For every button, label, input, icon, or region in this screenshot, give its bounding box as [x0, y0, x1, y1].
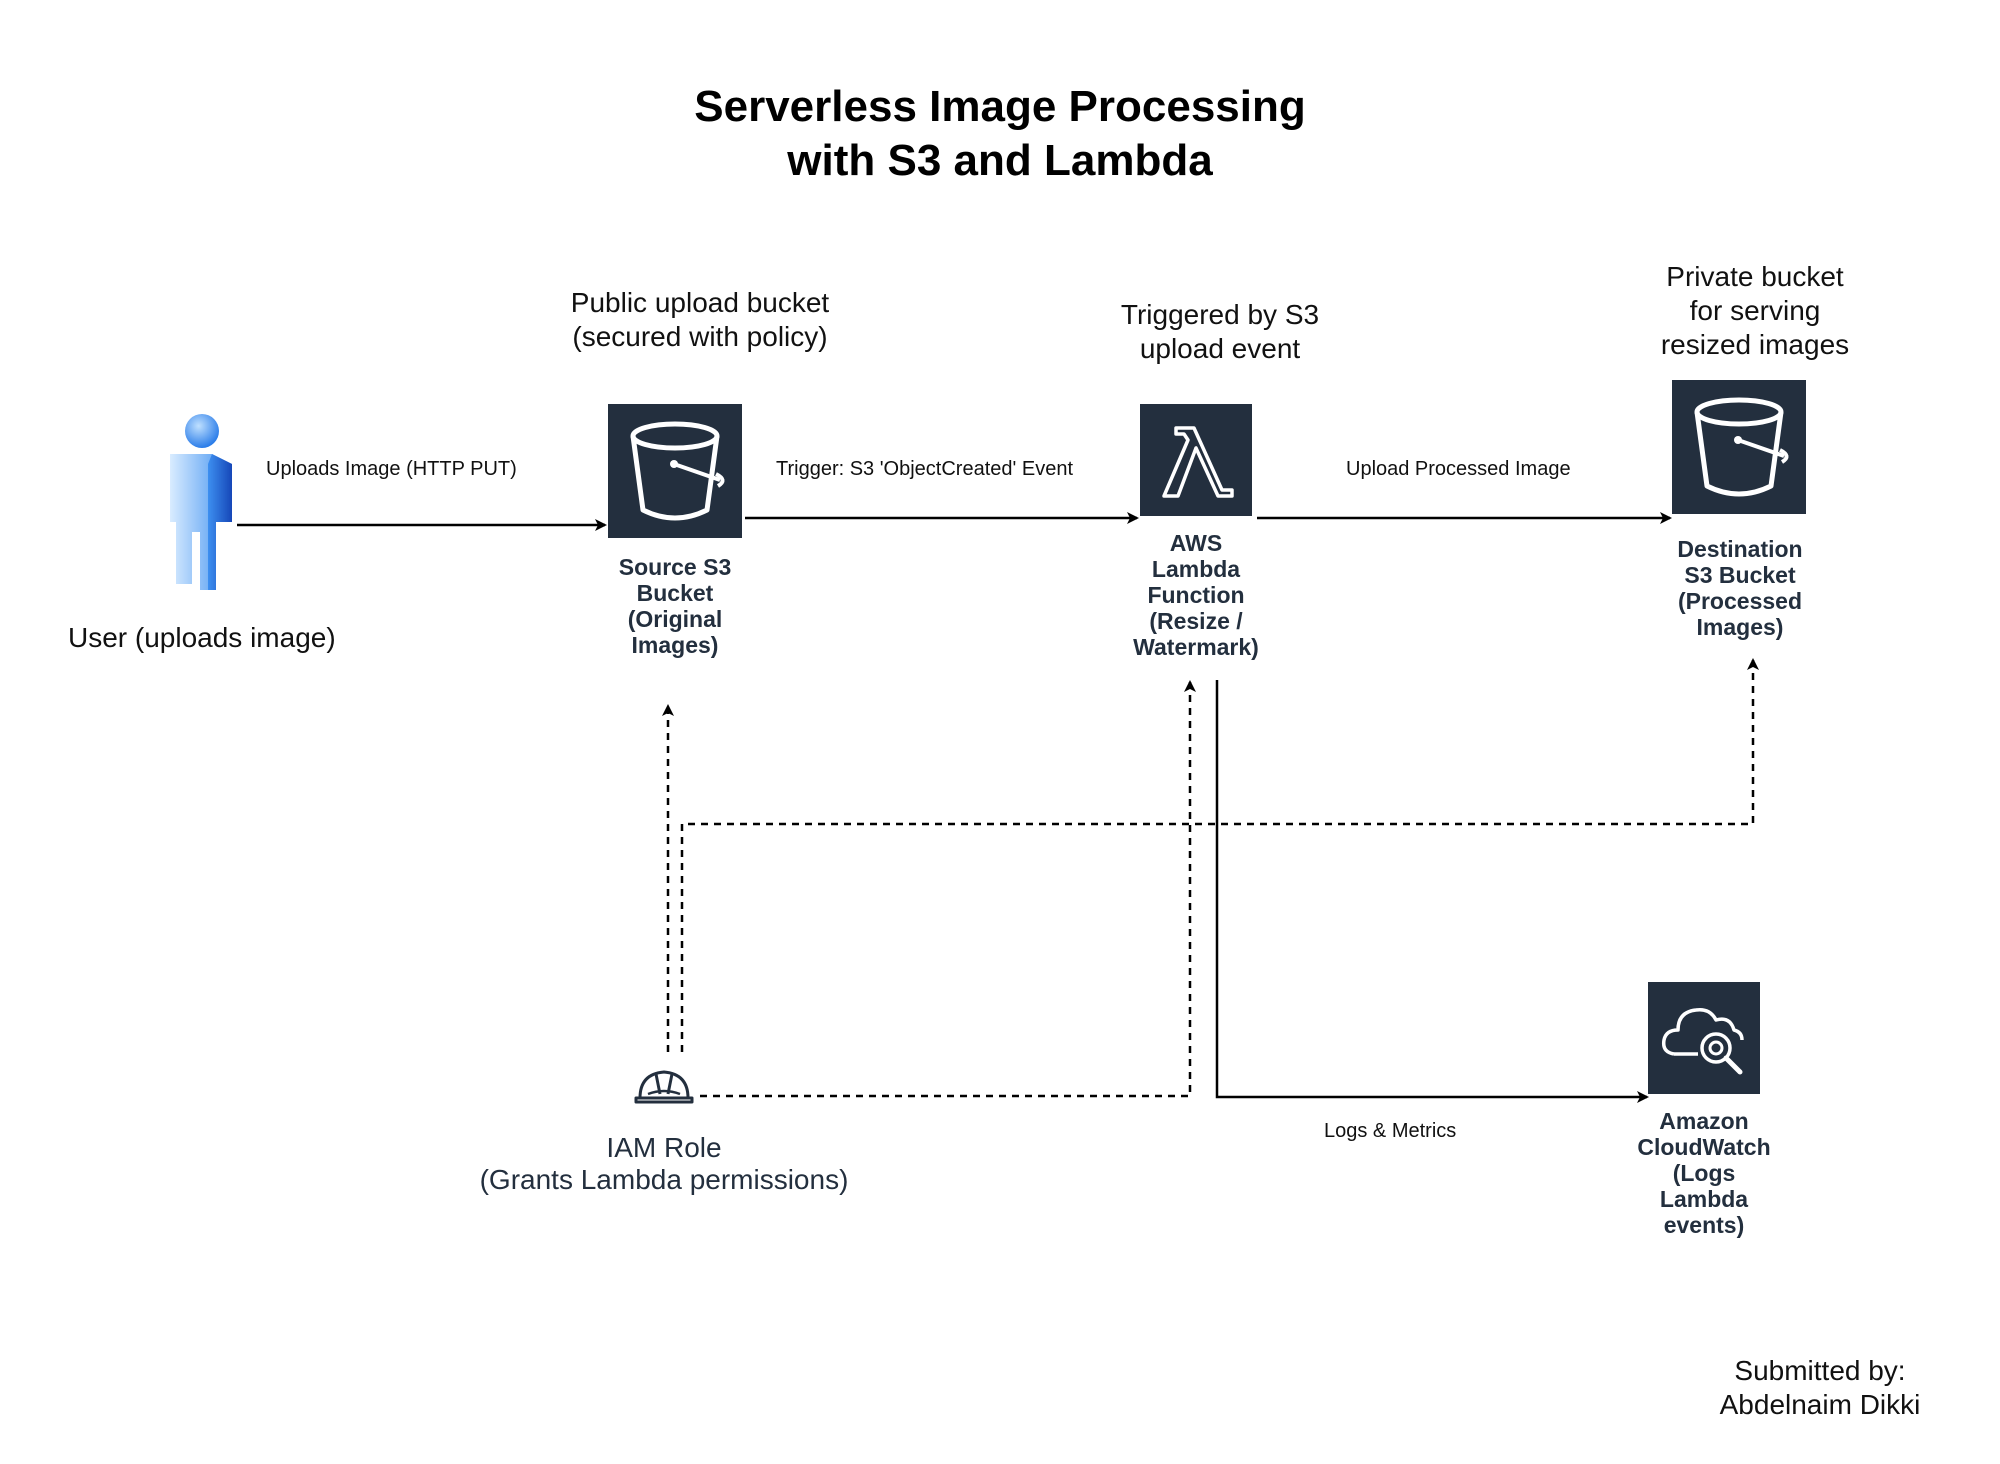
- iam-role-label: IAM Role (Grants Lambda permissions): [464, 1132, 864, 1196]
- byline-line-1: Submitted by:: [1734, 1355, 1906, 1386]
- destination-bucket-label: Destination S3 Bucket (Processed Images): [1640, 536, 1840, 640]
- diagram-title: Serverless Image Processing with S3 and …: [0, 80, 2000, 188]
- lambda-note: Triggered by S3 upload event: [1080, 298, 1360, 366]
- edge-label-lambda-to-cloudwatch: Logs & Metrics: [1324, 1120, 1457, 1142]
- source-bucket-note-line: Public upload bucket: [570, 287, 830, 318]
- lambda-label-line: Lambda: [1151, 556, 1241, 582]
- destination-bucket-label-line: (Processed: [1677, 588, 1802, 614]
- byline-line-2: Abdelnaim Dikki: [1719, 1389, 1921, 1420]
- cloudwatch-icon[interactable]: [1648, 982, 1760, 1094]
- edge-lambda-to-cloudwatch: [1215, 680, 1649, 1103]
- iam-link-to-destination: [680, 658, 1759, 1052]
- cloudwatch-label-line: events): [1663, 1212, 1745, 1238]
- source-bucket-label-line: Images): [631, 632, 719, 658]
- cloudwatch-label-line: (Logs: [1672, 1160, 1736, 1186]
- user-icon: [160, 412, 240, 594]
- destination-bucket-note-line: Private bucket: [1666, 261, 1844, 292]
- lambda-label-line: AWS: [1169, 530, 1223, 556]
- cloudwatch-label-line: CloudWatch: [1637, 1134, 1771, 1160]
- destination-bucket-label-line: Images): [1696, 614, 1784, 640]
- source-bucket-note: Public upload bucket (secured with polic…: [540, 286, 860, 354]
- iam-link-to-lambda: [700, 680, 1196, 1098]
- lambda-label-line: Function: [1147, 582, 1245, 608]
- destination-bucket-note-line: resized images: [1660, 329, 1850, 360]
- diagram-title-line-1: Serverless Image Processing: [694, 82, 1306, 131]
- cloudwatch-label-line: Amazon: [1659, 1108, 1749, 1134]
- cloudwatch-label: Amazon CloudWatch (Logs Lambda events): [1604, 1108, 1804, 1238]
- user-label: User (uploads image): [68, 622, 336, 653]
- iam-role-helmet-icon[interactable]: [634, 1064, 694, 1106]
- byline: Submitted by: Abdelnaim Dikki: [1700, 1354, 1940, 1422]
- iam-role-label-line: (Grants Lambda permissions): [479, 1164, 849, 1195]
- lambda-label: AWS Lambda Function (Resize / Watermark): [1096, 530, 1296, 660]
- cloudwatch-label-line: Lambda: [1659, 1186, 1749, 1212]
- edge-label-source-to-lambda: Trigger: S3 'ObjectCreated' Event: [776, 458, 1074, 480]
- lambda-label-line: (Resize /: [1149, 608, 1243, 634]
- destination-bucket-note: Private bucket for serving resized image…: [1620, 260, 1890, 362]
- source-bucket-label: Source S3 Bucket (Original Images): [575, 554, 775, 658]
- edge-label-lambda-to-destination: Upload Processed Image: [1346, 458, 1571, 480]
- diagram-title-line-2: with S3 and Lambda: [787, 136, 1213, 185]
- edge-label-user-to-source: Uploads Image (HTTP PUT): [266, 458, 517, 480]
- lambda-note-line: upload event: [1139, 333, 1301, 364]
- source-bucket-s3-bucket-icon[interactable]: [608, 404, 742, 538]
- source-bucket-label-line: Source S3: [618, 554, 732, 580]
- lambda-label-line: Watermark): [1133, 634, 1259, 660]
- destination-bucket-label-line: Destination: [1677, 536, 1803, 562]
- lambda-icon[interactable]: [1140, 404, 1252, 516]
- iam-role-label-line: IAM Role: [606, 1132, 722, 1163]
- destination-bucket-s3-bucket-icon[interactable]: [1672, 380, 1806, 514]
- source-bucket-note-line: (secured with policy): [572, 321, 828, 352]
- source-bucket-label-line: (Original: [627, 606, 723, 632]
- destination-bucket-label-line: S3 Bucket: [1684, 562, 1796, 588]
- lambda-note-line: Triggered by S3: [1120, 299, 1320, 330]
- destination-bucket-note-line: for serving: [1689, 295, 1821, 326]
- source-bucket-label-line: Bucket: [636, 580, 714, 606]
